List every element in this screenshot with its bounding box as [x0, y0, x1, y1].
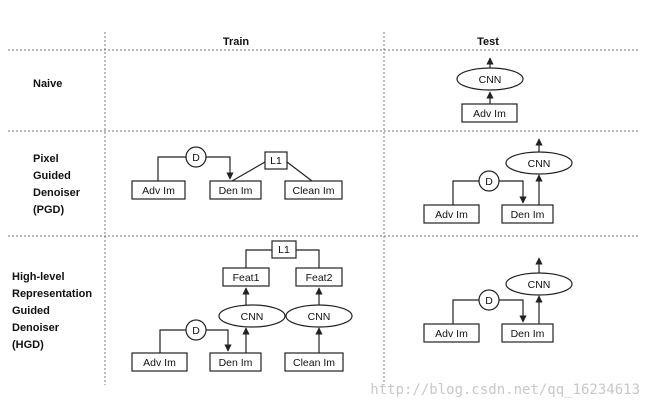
den-im-node: [501, 323, 554, 343]
d-label: D: [192, 325, 200, 337]
clean-im-node: [284, 180, 343, 200]
row-label-hgd-line-2: Representation: [12, 288, 92, 300]
row-label-hgd-line-3: Guided: [12, 305, 50, 317]
row-label-hgd-line-5: (HGD): [12, 339, 44, 351]
edge-clean-to-l1: [286, 161, 313, 182]
adv-im-node: [131, 352, 188, 372]
row-label-pgd-line-4: (PGD): [33, 204, 65, 216]
adv-im-node: [461, 103, 518, 123]
den-im-label: Den Im: [511, 209, 545, 221]
den-im-node: [209, 352, 262, 372]
d-label: D: [485, 176, 493, 188]
column-header-test: Test: [477, 36, 499, 48]
clean-im-label: Clean Im: [292, 185, 334, 197]
den-im-label: Den Im: [219, 185, 253, 197]
den-im-label: Den Im: [511, 328, 545, 340]
column-header-train: Train: [223, 36, 250, 48]
adv-im-node: [423, 204, 480, 224]
edge-adv-to-d: [452, 180, 479, 205]
cnn-label: CNN: [528, 158, 551, 170]
adv-im-label: Adv Im: [473, 108, 506, 120]
row-label-pgd-line-2: Guided: [33, 170, 71, 182]
l1-node: [264, 151, 288, 170]
feat1-node: [222, 267, 270, 287]
adv-im-label: Adv Im: [142, 185, 175, 197]
arrow-d-to-den: [499, 299, 527, 323]
feat2-node: [295, 267, 343, 287]
row-label-naive: Naive: [33, 78, 62, 90]
naive-test-pipeline: CNN Adv Im: [456, 57, 524, 123]
cnn-label: CNN: [528, 279, 551, 291]
d-label: D: [485, 295, 493, 307]
edge-adv-to-d: [159, 329, 186, 353]
cnn-label: CNN: [308, 311, 331, 323]
d-label: D: [192, 152, 200, 164]
arrow-d-to-den: [499, 180, 527, 204]
cnn-label: CNN: [479, 74, 502, 86]
row-label-hgd-line-4: Denoiser: [12, 322, 60, 334]
adv-im-node: [131, 180, 186, 200]
d-node: [478, 289, 500, 311]
cnn-node-clean-branch: [285, 304, 353, 328]
adv-im-label: Adv Im: [435, 209, 468, 221]
hgd-test-pipeline: D CNN Adv Im Den Im: [423, 257, 573, 343]
cnn-label: CNN: [241, 311, 264, 323]
d-node: [185, 146, 207, 168]
l1-label: L1: [270, 155, 282, 167]
adv-im-label: Adv Im: [143, 357, 176, 369]
edge-feat2-to-l1: [296, 249, 320, 268]
adv-im-label: Adv Im: [435, 328, 468, 340]
den-im-node: [209, 180, 262, 200]
arrow-d-to-den: [206, 329, 232, 352]
row-label-hgd-line-1: High-level: [12, 271, 65, 283]
row-label-pgd-line-1: Pixel: [33, 153, 59, 165]
adv-im-node: [423, 323, 480, 343]
clean-im-label: Clean Im: [293, 357, 335, 369]
pgd-test-pipeline: D CNN Adv Im Den Im: [423, 138, 573, 224]
d-node: [478, 170, 500, 192]
den-im-label: Den Im: [219, 357, 253, 369]
hgd-train-pipeline: L1 Feat1 Feat2 CNN CNN D Adv Im Den Im C…: [131, 240, 353, 372]
pgd-train-pipeline: D L1 Adv Im Den Im Clean Im: [131, 146, 343, 200]
row-label-pgd-line-3: Denoiser: [33, 187, 81, 199]
feat2-label: Feat2: [306, 272, 333, 284]
watermark-url: http://blog.csdn.net/qq_16234613: [370, 382, 640, 398]
arrow-d-to-den: [206, 156, 234, 180]
l1-label: L1: [278, 244, 290, 256]
den-im-node: [501, 204, 554, 224]
edge-adv-to-d: [157, 156, 186, 181]
edge-feat1-to-l1: [245, 249, 272, 268]
cnn-node-den-branch: [218, 304, 286, 328]
d-node: [185, 319, 207, 341]
edge-adv-to-d: [452, 299, 479, 324]
edge-den-to-l1: [231, 161, 266, 182]
clean-im-node: [284, 352, 344, 372]
feat1-label: Feat1: [233, 272, 260, 284]
